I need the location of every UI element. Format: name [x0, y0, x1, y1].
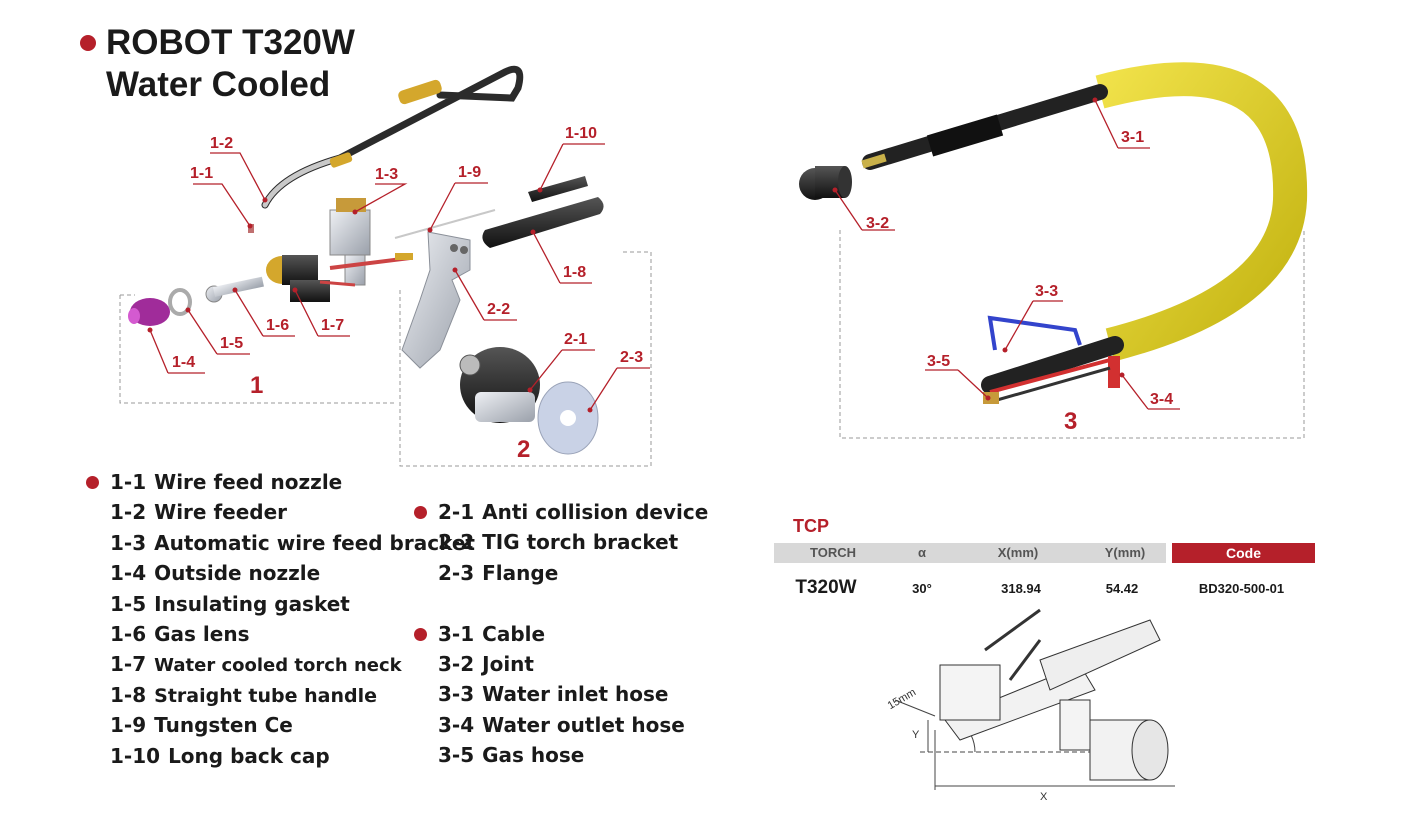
page-title: ROBOT T320W: [106, 23, 355, 62]
cell-y: 54.42: [1105, 580, 1139, 596]
water-cooled-torch-neck-drawing: [266, 255, 356, 302]
dimension-x: X: [1040, 791, 1048, 803]
wire-feeder-drawing: [261, 65, 524, 209]
title-block: ROBOT T320W Water Cooled: [80, 22, 355, 106]
callout-1-4: 1-4: [172, 354, 195, 371]
title-bullet: [80, 35, 96, 51]
straight-tube-handle-drawing: [482, 197, 604, 248]
callout-1-1: 1-1: [190, 165, 213, 182]
group-1-box: [119, 294, 395, 404]
cell-code: BD320-500-01: [1198, 580, 1285, 596]
water-outlet-hose-drawing: [989, 356, 1120, 394]
legend-bullet: [86, 476, 99, 489]
legend-bullet: [414, 627, 427, 641]
group-number-3: 3: [1064, 408, 1077, 435]
callout-1-8: 1-8: [563, 264, 586, 281]
wire-feed-nozzle-drawing: [248, 224, 254, 233]
callout-1-10: 1-10: [565, 125, 597, 142]
callout-1-7: 1-7: [321, 317, 344, 334]
group-number-1: 1: [250, 372, 263, 399]
header-y: Y(mm): [1084, 543, 1166, 563]
callout-1-2: 1-2: [210, 135, 233, 152]
long-back-cap-drawing: [528, 176, 588, 202]
group-number-2: 2: [517, 436, 530, 463]
callout-3-4: 3-4: [1150, 391, 1173, 408]
callout-1-5: 1-5: [220, 335, 243, 352]
flange-drawing: [537, 381, 599, 455]
callout-2-2: 2-2: [487, 301, 510, 318]
outside-nozzle-drawing: [128, 298, 170, 326]
legend-gap: [414, 588, 708, 618]
header-alpha: α: [892, 543, 952, 563]
group-3-box: [839, 230, 1305, 439]
cell-torch: T320W: [795, 577, 857, 598]
callout-3-5: 3-5: [927, 353, 950, 370]
dimension-y: Y: [912, 729, 920, 741]
table-row: T320W 30° 318.94 54.42 BD320-500-01: [774, 563, 1315, 613]
callout-3-1: 3-1: [1121, 129, 1144, 146]
group-2-box: [399, 251, 652, 467]
header-torch: TORCH: [774, 543, 892, 563]
cell-x: 318.94: [1001, 580, 1041, 596]
tig-torch-bracket-drawing: [401, 231, 471, 369]
cable-drawing: [861, 62, 1308, 394]
title-line-1: ROBOT T320W: [80, 22, 355, 64]
tungsten-drawing: [394, 209, 496, 239]
callout-3-3: 3-3: [1035, 283, 1058, 300]
callout-1-6: 1-6: [266, 317, 289, 334]
callout-3-2: 3-2: [866, 215, 889, 232]
header-x: X(mm): [952, 543, 1084, 563]
header-code: Code: [1172, 543, 1315, 563]
anti-collision-device-drawing: [459, 347, 540, 423]
water-inlet-hose-drawing: [987, 315, 1082, 351]
tcp-table: TORCH α X(mm) Y(mm) Code T320W 30° 318.9…: [774, 543, 1315, 613]
cell-alpha: 30°: [912, 580, 932, 596]
callout-dots: [147, 97, 1125, 413]
legend-bullet: [414, 506, 427, 519]
callout-1-9: 1-9: [458, 164, 481, 181]
wire-feed-bracket-drawing: [329, 198, 413, 286]
callout-leaders: [149, 99, 1180, 411]
callout-2-3: 2-3: [620, 349, 643, 366]
gas-lens-drawing: [205, 276, 264, 303]
subtitle: Water Cooled: [106, 65, 331, 104]
callout-2-1: 2-1: [564, 331, 587, 348]
gas-hose-drawing: [983, 366, 1111, 404]
dimension-15mm: 15mm: [886, 686, 918, 712]
joint-drawing: [799, 166, 852, 200]
tcp-dimension-diagram: [894, 608, 1175, 790]
callout-1-3: 1-3: [375, 166, 398, 183]
insulating-gasket-drawing: [168, 288, 192, 316]
tcp-header-row: TORCH α X(mm) Y(mm) Code: [774, 543, 1315, 563]
tcp-title: TCP: [793, 516, 829, 536]
